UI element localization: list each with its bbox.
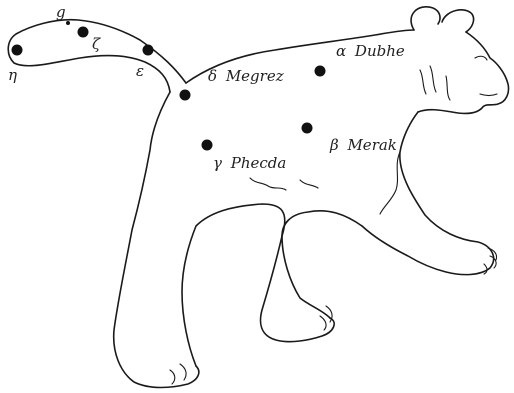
- bear-rump: [114, 92, 199, 388]
- star-eta: [12, 45, 23, 56]
- bear-belly-fur: [250, 178, 318, 190]
- star-epsilon: [143, 45, 154, 56]
- bear-belly: [282, 211, 362, 318]
- svg-text:γ Phecda: γ Phecda: [213, 154, 286, 172]
- svg-text:δ Megrez: δ Megrez: [208, 67, 284, 85]
- phecda-name: Phecda: [230, 154, 287, 172]
- bear-mouth: [480, 94, 497, 96]
- megrez-greek: δ: [208, 67, 217, 85]
- g-label: g: [56, 3, 66, 21]
- merak-greek: β: [329, 136, 339, 154]
- star-g: [66, 21, 70, 25]
- star-megrez: [180, 90, 191, 101]
- bear-hind-claws: [170, 364, 186, 384]
- bear-ear-left: [411, 7, 440, 30]
- epsilon-label: ε: [136, 62, 144, 80]
- star-zeta: [78, 27, 89, 38]
- bear-chest-fur: [380, 152, 400, 214]
- star-phecda: [202, 140, 213, 151]
- bear-outline: [8, 7, 508, 388]
- star-dubhe: [315, 66, 326, 77]
- megrez-name: Megrez: [225, 67, 284, 85]
- zeta-label: ζ: [92, 35, 101, 53]
- star-merak: [302, 123, 313, 134]
- bear-tail: [8, 20, 186, 92]
- dubhe-name: Dubhe: [354, 42, 405, 60]
- svg-text:α Dubhe: α Dubhe: [336, 42, 405, 60]
- phecda-greek: γ: [213, 154, 222, 172]
- eta-label: η: [8, 66, 17, 84]
- bear-inner-leg: [261, 236, 335, 342]
- bear-fur-cheek: [420, 66, 450, 100]
- merak-name: Merak: [346, 136, 396, 154]
- bear-ear-right: [442, 10, 474, 32]
- dubhe-greek: α: [336, 42, 346, 60]
- svg-text:β Merak: β Merak: [329, 136, 397, 154]
- bear-eye: [475, 56, 487, 60]
